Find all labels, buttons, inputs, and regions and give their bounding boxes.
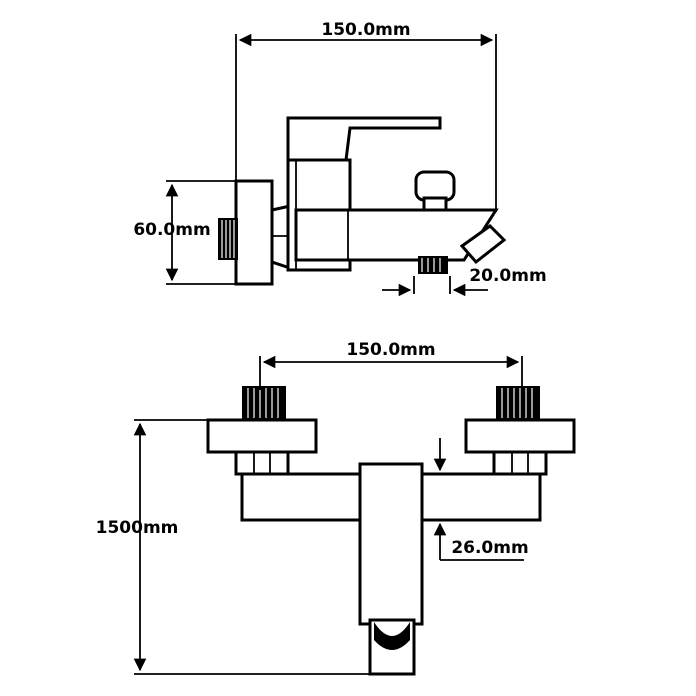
dim-spout-width-label: 20.0mm <box>469 266 546 286</box>
dim-front-height-label: 1500mm <box>96 518 179 538</box>
front-left-hex-nut <box>234 450 290 476</box>
side-view: 150.0mm 60.0mm 20.0mm <box>133 20 547 297</box>
front-outlet-lever <box>374 622 410 650</box>
front-left-flange <box>206 418 318 454</box>
side-wall-flange <box>234 179 274 286</box>
side-lever-handle <box>286 116 442 162</box>
side-diverter-stem <box>422 196 448 212</box>
side-thread <box>218 218 238 260</box>
dim-side-height-label: 60.0mm <box>133 220 210 240</box>
dim-body-depth-label: 26.0mm <box>451 538 528 558</box>
front-right-flange <box>464 418 576 454</box>
side-diverter-knob <box>414 170 456 202</box>
dim-front-width-label: 150.0mm <box>346 340 435 360</box>
front-view: 150.0mm 1500mm 26.0mm <box>96 340 576 676</box>
side-aerator <box>459 224 507 265</box>
front-cartridge-body <box>358 462 424 626</box>
front-right-hex-nut <box>492 450 548 476</box>
front-left-thread <box>242 386 286 420</box>
front-right-thread <box>496 386 540 420</box>
dim-top-width-label: 150.0mm <box>321 20 410 40</box>
